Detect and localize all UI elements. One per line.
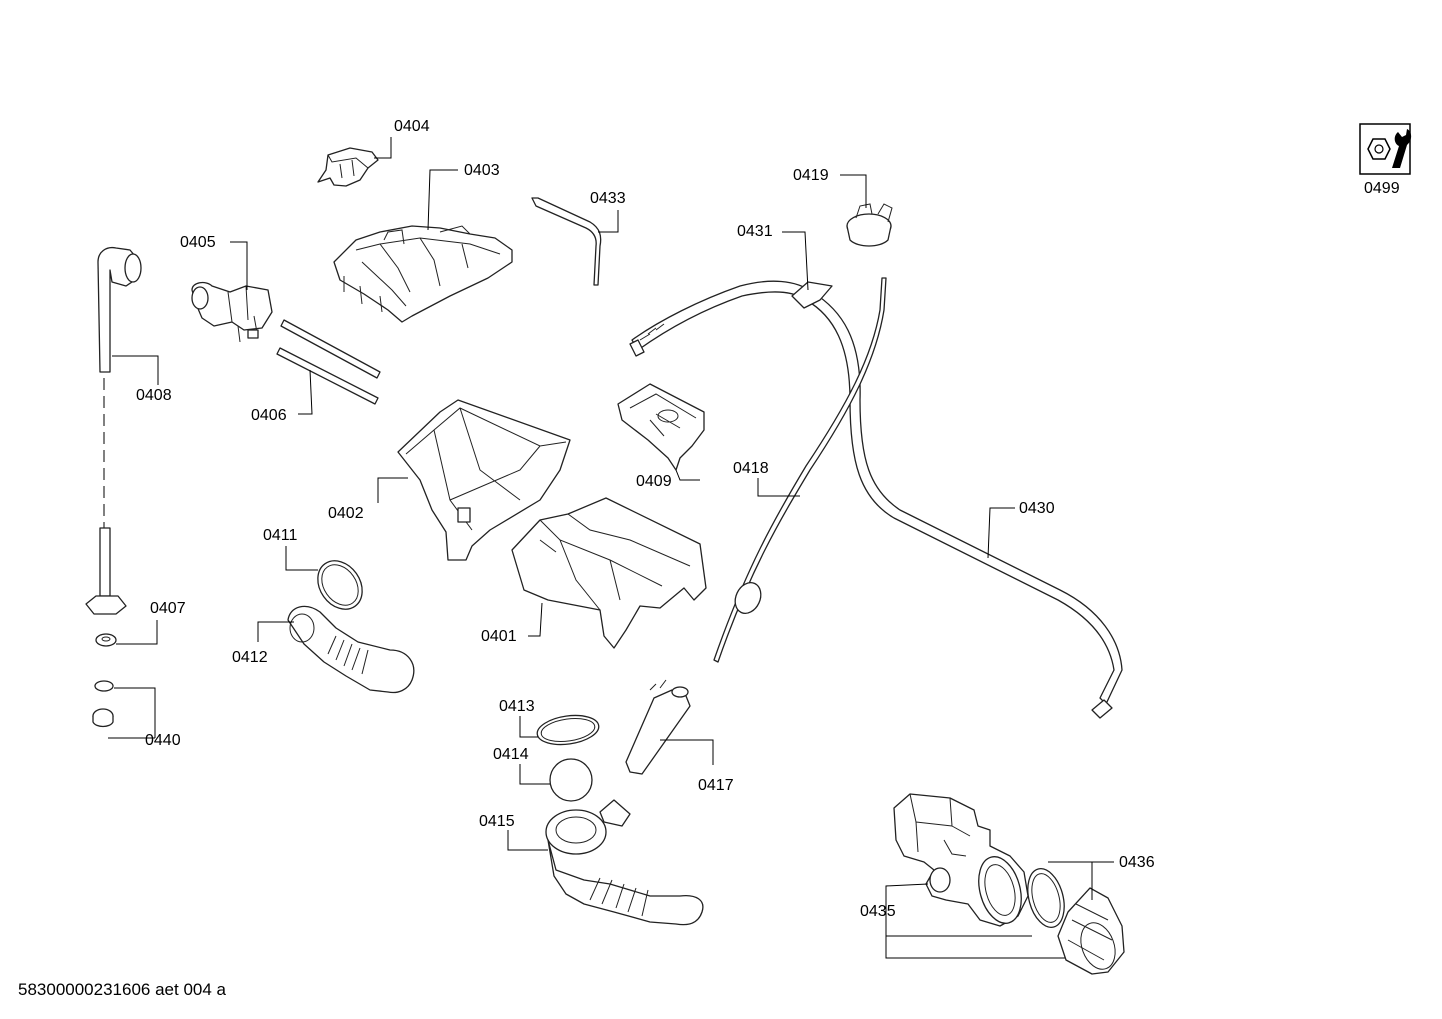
part-0414 — [549, 758, 593, 802]
leader-0406 — [298, 369, 313, 415]
part-0415 — [545, 799, 704, 926]
label-0435: 0435 — [860, 903, 896, 920]
leader-0407 — [116, 620, 158, 645]
leader-0412 — [257, 621, 294, 642]
leader-0430 — [987, 507, 1015, 559]
part-0436 — [1027, 868, 1125, 975]
label-0404: 0404 — [394, 118, 430, 135]
leader-0405 — [230, 241, 248, 290]
part-0408 — [85, 246, 142, 615]
leader-0417 — [660, 739, 714, 765]
part-0405 — [191, 281, 273, 343]
leader-0401 — [528, 602, 543, 637]
part-0407 — [95, 633, 117, 647]
label-0499: 0499 — [1364, 180, 1400, 197]
part-0413 — [536, 714, 600, 746]
leader-0404 — [374, 137, 392, 159]
part-0402 — [397, 399, 571, 561]
label-0402: 0402 — [328, 505, 364, 522]
label-0418: 0418 — [733, 460, 769, 477]
leader-0403 — [427, 169, 458, 231]
leader-0411 — [285, 546, 318, 571]
part-0433 — [531, 197, 602, 286]
label-0415: 0415 — [479, 813, 515, 830]
leader-0402 — [377, 477, 408, 503]
label-0409: 0409 — [636, 473, 672, 490]
part-0419 — [846, 203, 893, 247]
leader-0408 — [112, 355, 159, 385]
label-0412: 0412 — [232, 649, 268, 666]
leader-0435 — [885, 883, 1092, 959]
label-0403: 0403 — [464, 162, 500, 179]
label-0430: 0430 — [1019, 500, 1055, 517]
label-0436: 0436 — [1119, 854, 1155, 871]
label-0414: 0414 — [493, 746, 529, 763]
part-0401 — [511, 497, 707, 649]
label-0413: 0413 — [499, 698, 535, 715]
diagram-reference-code: 58300000231606 aet 004 a — [18, 980, 226, 999]
label-0433: 0433 — [590, 190, 626, 207]
leader-0419 — [840, 174, 867, 208]
part-0406 — [276, 319, 381, 405]
leader-0418 — [757, 478, 800, 497]
leader-0440 — [108, 687, 156, 739]
label-0401: 0401 — [481, 628, 517, 645]
part-0418 — [713, 277, 887, 663]
leader-0414 — [519, 764, 550, 785]
leader-0413 — [519, 716, 538, 738]
leader-0431 — [782, 231, 809, 291]
leader-0436 — [1048, 861, 1114, 900]
label-0407: 0407 — [150, 600, 186, 617]
leader-0433 — [598, 210, 619, 233]
wrench-nut-icon — [1359, 123, 1412, 175]
part-0403 — [333, 225, 513, 323]
part-0404 — [317, 147, 379, 187]
part-0435 — [893, 793, 1029, 927]
label-0411: 0411 — [263, 527, 298, 544]
label-0408: 0408 — [136, 387, 172, 404]
part-0411 — [317, 560, 363, 610]
leader-0415 — [507, 830, 548, 851]
part-0412 — [287, 605, 415, 694]
part-0430-0431 — [629, 280, 1123, 719]
leader-0409 — [675, 469, 700, 481]
label-0417: 0417 — [698, 777, 734, 794]
label-0431: 0431 — [737, 223, 773, 240]
label-0406: 0406 — [251, 407, 287, 424]
part-0440 — [92, 680, 114, 728]
label-0419: 0419 — [793, 167, 829, 184]
label-0440: 0440 — [145, 732, 181, 749]
part-0409 — [617, 383, 705, 471]
label-0405: 0405 — [180, 234, 216, 251]
part-0417 — [625, 679, 691, 775]
